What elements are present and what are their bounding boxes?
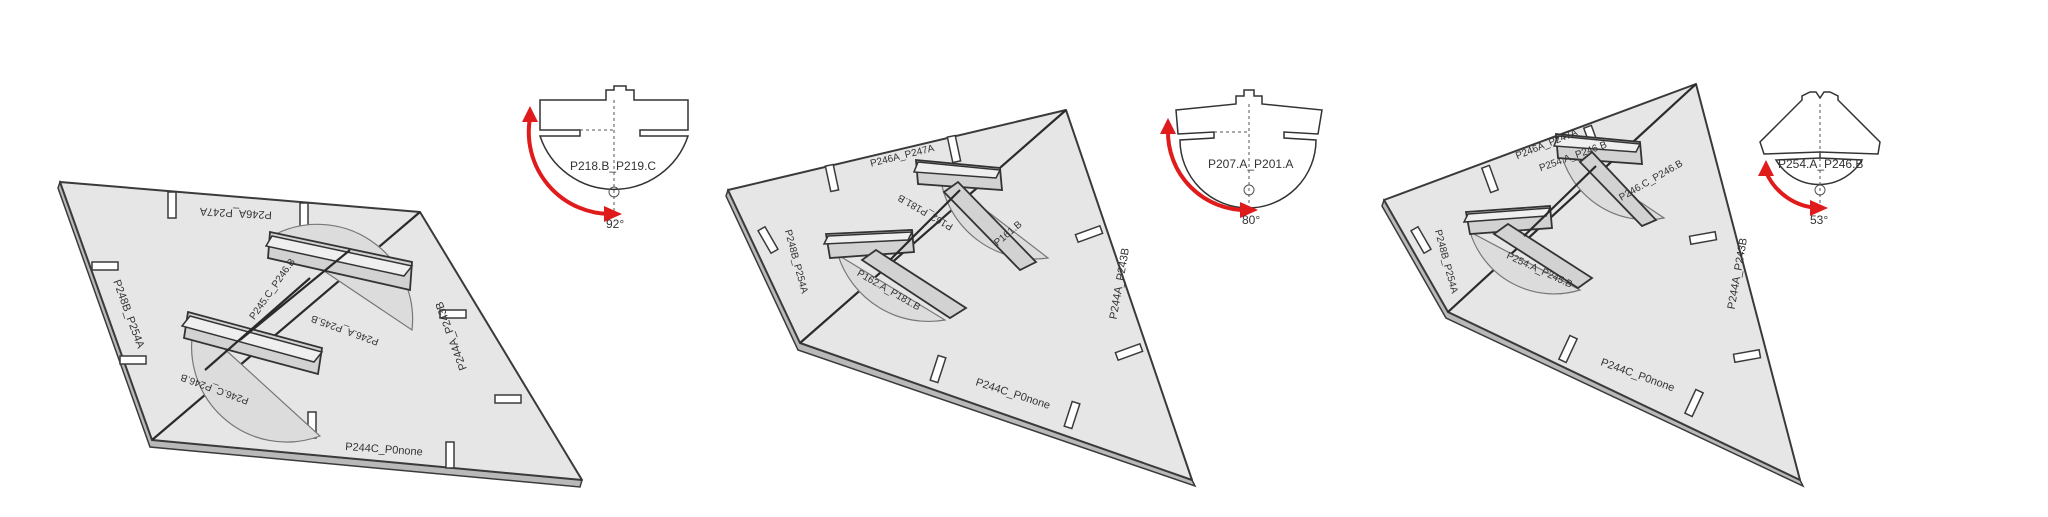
profile-label: P218.B_P219.C — [570, 159, 656, 173]
plate-label-top: P246A_P247A — [199, 205, 272, 221]
angle-label: 92° — [606, 217, 624, 231]
assembly-2-profile-detail: P207.A_P201.A 80° — [1160, 89, 1323, 227]
assembly-2-base-plate: P246A_P247A P248B_P254A P244A_P243B P244… — [725, 109, 1197, 488]
assembly-1: P246A_P247A P248B_P254A P244A_P243B P244… — [57, 85, 690, 488]
plate-label-bottom: P244C_P0none — [345, 441, 423, 458]
assembly-3-base-plate: P246A_P247A P248B_P254A P244A_P243B P244… — [1381, 83, 1805, 488]
angle-label: 80° — [1242, 213, 1260, 227]
assembly-3: P246A_P247A P248B_P254A P244A_P243B P244… — [1381, 83, 1881, 488]
profile-label: P254.A_P246.B — [1778, 157, 1863, 171]
profile-label: P207.A_P201.A — [1208, 157, 1293, 171]
assembly-1-profile-detail: P218.B_P219.C 92° — [522, 85, 690, 231]
assembly-2: P246A_P247A P248B_P254A P244A_P243B P244… — [725, 89, 1323, 488]
angle-label: 53° — [1810, 213, 1828, 227]
assembly-3-profile-detail: P254.A_P246.B 53° — [1758, 91, 1881, 227]
assembly-1-base-plate: P246A_P247A P248B_P254A P244A_P243B P244… — [57, 179, 583, 488]
